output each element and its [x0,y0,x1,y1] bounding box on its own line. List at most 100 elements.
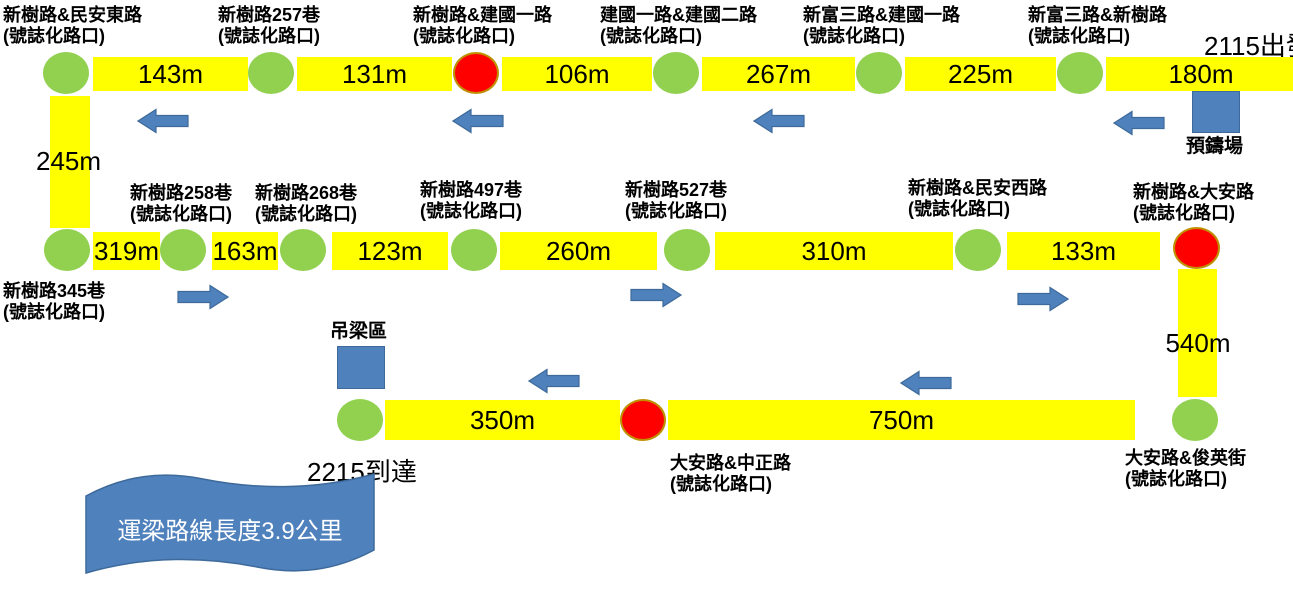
traffic-signal-green [1172,399,1218,441]
intersection-name: 新樹路&大安路 [1133,182,1254,202]
intersection-name: 新富三路&新樹路 [1028,5,1167,25]
traffic-signal-green [280,229,326,271]
flow-arrow-left-icon [137,108,189,134]
intersection-sub: (號誌化路口) [625,201,727,221]
intersection-sub: (號誌化路口) [218,26,320,46]
intersection-sub: (號誌化路口) [3,302,105,322]
route-segment: 133m [1007,232,1160,270]
traffic-signal-red [620,399,666,441]
vertical-route-segment [1178,269,1217,397]
intersection-name: 新樹路&民安東路 [3,5,142,25]
traffic-signal-green [664,229,710,271]
traffic-signal-green [955,229,1001,271]
flow-arrow-left-icon [452,108,504,134]
segment-distance: 540m [1165,328,1231,358]
flow-arrow-left-icon [528,368,580,394]
intersection-name: 大安路&中正路 [670,453,791,473]
intersection-name: 新富三路&建國一路 [803,5,960,25]
route-segment: 163m [212,232,278,270]
traffic-signal-green [1057,52,1103,94]
route-length-text: 運梁路線長度3.9公里 [117,518,343,545]
segment-distance: 310m [801,236,867,266]
intersection-sub: (號誌化路口) [600,26,702,46]
traffic-signal-green [160,229,206,271]
vertical-route-segment [50,96,90,228]
intersection-label: 新樹路527巷 (號誌化路口) [625,180,727,222]
intersection-label: 新富三路&建國一路 (號誌化路口) [803,5,960,47]
intersection-name: 大安路&俊英街 [1125,448,1246,468]
intersection-sub: (號誌化路口) [130,204,232,224]
intersection-label: 新樹路&民安東路 (號誌化路口) [3,5,142,47]
intersection-label: 新樹路257巷 (號誌化路口) [218,5,320,47]
flow-arrow-right-icon [177,284,229,310]
route-segment: 319m [93,232,160,270]
flow-arrow-right-icon [1017,286,1069,312]
intersection-name: 建國一路&建國二路 [600,5,757,25]
intersection-sub: (號誌化路口) [1133,203,1235,223]
traffic-signal-green [653,52,699,94]
intersection-label: 新樹路345巷 (號誌化路口) [3,281,105,323]
intersection-label: 新樹路268巷 (號誌化路口) [255,183,357,225]
traffic-signal-green [248,52,294,94]
route-segment: 143m [93,57,248,91]
route-length-banner [85,470,375,582]
segment-distance: 267m [745,59,812,89]
segment-distance: 123m [357,236,423,266]
intersection-name: 新樹路&民安西路 [908,178,1047,198]
route-segment: 225m [905,57,1056,91]
traffic-signal-red [453,52,499,94]
intersection-sub: (號誌化路口) [420,201,522,221]
flow-arrow-left-icon [1113,110,1165,136]
segment-distance: 260m [545,236,612,266]
intersection-sub: (號誌化路口) [803,26,905,46]
traffic-signal-red [1173,227,1220,269]
intersection-sub: (號誌化路口) [3,26,105,46]
lifting-area-square [337,346,385,389]
segment-distance: 143m [137,59,204,89]
segment-distance: 180m [1168,59,1234,89]
segment-distance: 225m [947,59,1014,89]
intersection-sub: (號誌化路口) [413,26,515,46]
intersection-name: 新樹路497巷 [420,180,523,200]
flow-arrow-left-icon [753,108,805,134]
intersection-name: 新樹路527巷 [625,180,728,200]
route-segment: 180m [1106,57,1293,91]
flow-arrow-left-icon [900,370,952,396]
traffic-signal-green [856,52,902,94]
intersection-sub: (號誌化路口) [908,199,1010,219]
segment-distance: 319m [93,236,160,266]
flow-arrow-right-icon [630,282,682,308]
wave-banner-shape [85,473,375,575]
intersection-label: 新樹路258巷 (號誌化路口) [130,183,232,225]
intersection-name: 新樹路345巷 [3,281,106,301]
intersection-sub: (號誌化路口) [1125,469,1227,489]
segment-distance: 245m [36,146,102,176]
segment-distance: 350m [469,405,536,435]
intersection-label: 新樹路&民安西路 (號誌化路口) [908,178,1047,220]
traffic-signal-green [451,229,497,271]
route-segment: 310m [715,232,953,270]
route-segment: 350m [385,400,620,440]
route-segment: 260m [500,232,657,270]
intersection-label: 新樹路&建國一路 (號誌化路口) [413,5,552,47]
traffic-signal-green [44,229,90,271]
intersection-label: 新樹路497巷 (號誌化路口) [420,180,522,222]
intersection-name: 新樹路268巷 [255,183,358,203]
segment-distance: 131m [341,59,408,89]
intersection-label: 大安路&俊英街 (號誌化路口) [1125,448,1246,490]
intersection-sub: (號誌化路口) [1028,26,1130,46]
segment-distance: 163m [212,236,278,266]
precast-yard-square [1192,91,1240,133]
route-segment: 750m [668,400,1135,440]
segment-distance: 750m [868,405,935,435]
intersection-label: 大安路&中正路 (號誌化路口) [670,453,791,495]
traffic-signal-green [337,399,383,441]
intersection-label: 建國一路&建國二路 (號誌化路口) [600,5,757,47]
traffic-signal-green [43,52,89,94]
route-segment: 106m [502,57,652,91]
segment-distance: 106m [544,59,610,89]
intersection-name: 新樹路258巷 [130,183,233,203]
intersection-name: 新樹路&建國一路 [413,5,552,25]
route-segment: 131m [297,57,452,91]
